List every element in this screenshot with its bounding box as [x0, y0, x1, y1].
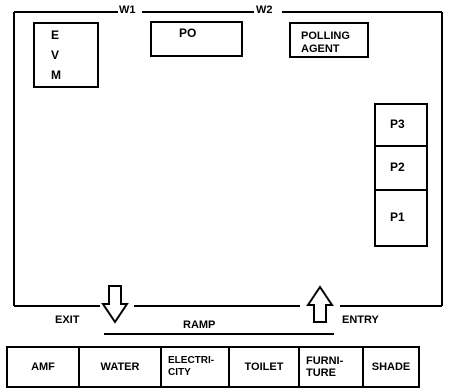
facility-electricity-line2: CITY: [168, 367, 191, 378]
booth-p2-label: P2: [390, 160, 405, 174]
facility-water: WATER: [78, 346, 162, 388]
polling-agent-label-line1: POLLING: [301, 30, 350, 42]
po-box: PO: [150, 21, 243, 57]
booth-p1-label: P1: [390, 210, 405, 224]
polling-agent-box: POLLING AGENT: [289, 22, 369, 58]
booth-p3: P3: [374, 103, 428, 147]
facility-toilet: TOILET: [228, 346, 300, 388]
evm-letter-v: V: [51, 48, 60, 62]
booth-p2: P2: [374, 145, 428, 191]
entry-label: ENTRY: [342, 314, 379, 326]
facility-amf-label: AMF: [31, 361, 55, 373]
facility-electricity-line1: ELECTRI-: [168, 355, 215, 366]
facility-toilet-label: TOILET: [244, 361, 284, 373]
evm-letter-m: M: [51, 68, 61, 82]
facility-amf: AMF: [6, 346, 80, 388]
facility-shade: SHADE: [362, 346, 420, 388]
facility-furniture-line1: FURNI-: [306, 355, 344, 367]
ramp-label: RAMP: [183, 319, 216, 331]
facility-electricity: ELECTRI- CITY: [160, 346, 230, 388]
facility-shade-label: SHADE: [371, 361, 411, 373]
evm-letter-e: E: [51, 28, 60, 42]
exit-arrow-icon: [101, 285, 129, 324]
facility-furniture-line2: TURE: [306, 367, 336, 379]
po-label: PO: [179, 26, 197, 40]
entry-arrow-icon: [306, 285, 334, 323]
facility-water-label: WATER: [100, 361, 140, 373]
wall-label-w2: W2: [256, 4, 273, 16]
booth-p3-label: P3: [390, 117, 405, 131]
wall-label-w1: W1: [119, 4, 136, 16]
evm-box: E V M: [33, 22, 99, 88]
facility-furniture: FURNI- TURE: [298, 346, 364, 388]
polling-agent-label-line2: AGENT: [301, 43, 340, 55]
exit-label: EXIT: [55, 314, 80, 326]
booth-p1: P1: [374, 189, 428, 247]
